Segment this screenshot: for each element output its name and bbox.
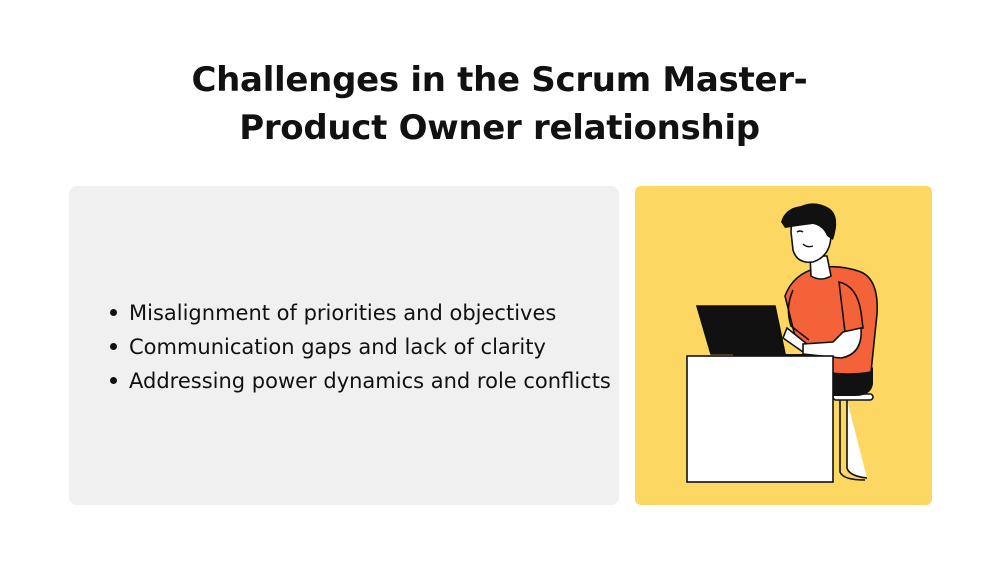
- list-item: Addressing power dynamics and role confl…: [110, 364, 611, 398]
- bullet-icon: [110, 342, 117, 350]
- bullet-icon: [110, 376, 117, 384]
- slide-title: Challenges in the Scrum Master- Product …: [0, 56, 999, 152]
- slide-title-line-2: Product Owner relationship: [239, 108, 760, 148]
- list-item-text: Communication gaps and lack of clarity: [129, 335, 546, 359]
- list-item-text: Addressing power dynamics and role confl…: [129, 369, 611, 393]
- slide-title-line-1: Challenges in the Scrum Master-: [191, 60, 808, 100]
- person-at-laptop-icon: [686, 203, 878, 483]
- list-item: Misalignment of priorities and objective…: [110, 296, 611, 330]
- list-item: Communication gaps and lack of clarity: [110, 330, 611, 364]
- bullet-icon: [110, 308, 117, 316]
- illustration-card: [635, 186, 932, 505]
- challenges-card: Misalignment of priorities and objective…: [69, 186, 619, 505]
- challenges-list: Misalignment of priorities and objective…: [69, 296, 611, 398]
- list-item-text: Misalignment of priorities and objective…: [129, 301, 557, 325]
